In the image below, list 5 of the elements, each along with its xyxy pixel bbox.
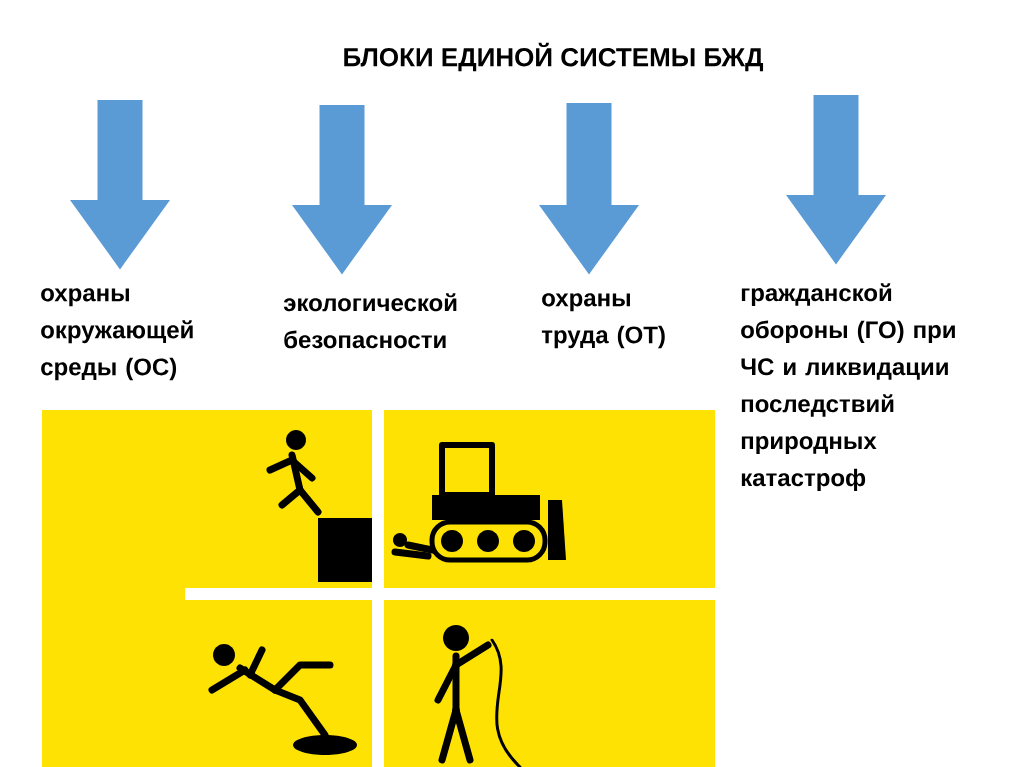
- block-label: охраны окружающей среды (ОС): [41, 288, 193, 381]
- block-label: охраны труда (ОТ): [541, 293, 665, 349]
- block-label: гражданской обороны (ГО) при ЧС и ликвидации последствий природных катастроф: [741, 283, 955, 492]
- block-label: экологической безопасности: [283, 293, 457, 349]
- title: БЛОКИ ЕДИНОЙ СИСТЕМЫ БЖД: [344, 42, 764, 72]
